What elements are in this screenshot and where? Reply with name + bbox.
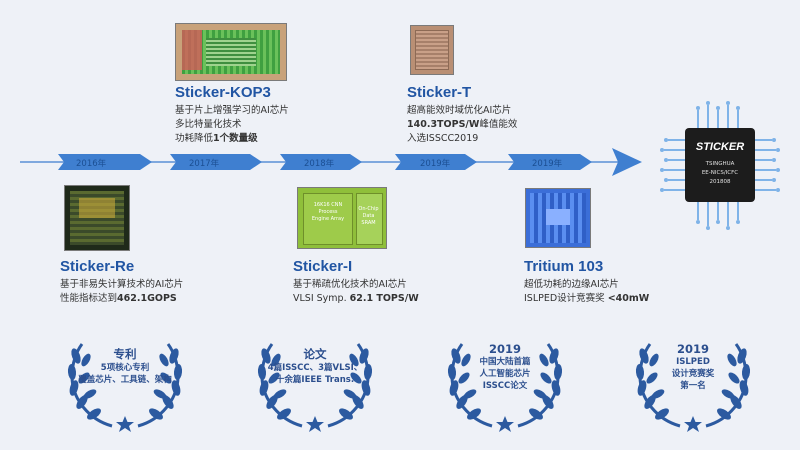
year-label-4: 2019年 [420,159,451,169]
award-islped-line-1: ISLPED [676,357,710,367]
sticker-i-chip-image: 16K16 CNN Process Engine Array On-Chip D… [297,187,387,249]
final-chip-line1: TSINGHUA [705,161,735,167]
year-label-5: 2019年 [532,159,563,169]
i-chip-text-5: Data SRAM [361,213,376,226]
award-isscc: 2019 中国大陆首篇 人工智能芯片 ISSCC论文 [440,338,570,434]
sticker-t-title: Sticker-T [407,84,472,101]
award-patents-line-1: 5项核心专利 [100,363,150,373]
sticker-t-line-2-bold: 140.3TOPS/W [407,119,480,130]
i-chip-text-2: Process [318,209,338,215]
award-isscc-title: 2019 [488,342,521,356]
sticker-t-chip-image [410,25,454,75]
final-chip-line2: EE-NICS/ICFC [702,170,738,176]
kop3-line-1: 基于片上增强学习的AI芯片 [175,105,289,116]
i-chip-text-3: Engine Array [311,216,345,222]
sticker-re-line-2-prefix: 性能指标达到 [60,293,118,304]
sticker-re-line-2-bold: 462.1GOPS [117,293,177,304]
sticker-i-title: Sticker-I [293,258,353,275]
timeline-arrow-head [612,148,642,176]
kop3-line-2: 多比特量化技术 [175,119,242,130]
sticker-i-block: Sticker-I 基于稀疏优化技术的AI芯片 VLSI Symp. 62.1 … [293,258,419,306]
award-isscc-line-1: 中国大陆首篇 [479,357,531,367]
i-chip-text-1: 16K16 CNN [313,202,343,208]
sticker-i-line-2-bold: 62.1 TOPS/W [349,293,419,304]
timeline-arrow-4 [395,154,477,170]
sticker-re-line-1: 基于非易失计算技术的AI芯片 [60,279,184,290]
award-islped-line-3: 第一名 [680,381,706,391]
sticker-i-line-2-prefix: VLSI Symp. [293,293,350,304]
kop3-title: Sticker-KOP3 [175,84,271,101]
timeline-arrow-3 [280,154,362,170]
tritium-chip-image [525,188,591,248]
final-chip-line3: 201808 [710,179,731,185]
sticker-i-line-1: 基于稀疏优化技术的AI芯片 [293,279,407,290]
award-papers-line-2: 十余篇IEEE Trans. [275,375,355,385]
award-islped-title: 2019 [676,342,709,356]
tritium-line-1: 超低功耗的边缘AI芯片 [524,279,619,290]
timeline [20,148,642,176]
sticker-re-title: Sticker-Re [60,258,135,275]
kop3-line-3-prefix: 功耗降低 [175,133,214,144]
kop3-block: Sticker-KOP3 基于片上增强学习的AI芯片 多比特量化技术 功耗降低1… [175,84,289,146]
timeline-arrow-2 [170,154,262,170]
award-patents: 专利 5项核心专利 覆盖芯片、工具链、架构 [60,338,190,434]
tritium-title: Tritium 103 [524,258,604,275]
sticker-t-block: Sticker-T 超高能效时域优化AI芯片 140.3TOPS/W峰值能效 入… [407,84,517,146]
final-chip-image: STICKER TSINGHUA EE-NICS/ICFC 201808 [660,101,780,230]
award-islped-line-2: 设计竞赛奖 [671,369,715,379]
timeline-arrow-5 [508,154,592,170]
sticker-t-line-2-suffix: 峰值能效 [479,119,518,130]
kop3-line-3-bold: 1个数量级 [213,133,258,144]
award-patents-line-2: 覆盖芯片、工具链、架构 [78,375,172,385]
sticker-re-block: Sticker-Re 基于非易失计算技术的AI芯片 性能指标达到462.1GOP… [60,258,183,306]
award-islped: 2019 ISLPED 设计竞赛奖 第一名 [628,338,758,434]
award-papers-title: 论文 [303,347,327,361]
year-label-3: 2018年 [304,159,335,169]
award-isscc-line-2: 人工智能芯片 [479,369,531,379]
kop3-chip-image [175,23,287,81]
year-label-1: 2016年 [76,159,107,169]
i-chip-text-4: On-Chip [358,206,379,212]
final-chip-logo: STICKER [696,141,744,153]
year-label-2: 2017年 [189,159,220,169]
tritium-line-2-prefix: ISLPED设计竞赛奖 [524,293,608,304]
sticker-t-line-3: 入选ISSCC2019 [407,133,479,144]
sticker-t-line-1: 超高能效时域优化AI芯片 [407,105,512,116]
award-papers-line-1: 4篇ISSCC、3篇VLSI、 [267,363,363,373]
award-isscc-line-3: ISSCC论文 [482,381,528,391]
tritium-line-2-bold: <40mW [607,293,650,304]
award-patents-title: 专利 [113,347,137,361]
timeline-arrow-1 [58,154,152,170]
sticker-re-chip-image [64,185,130,251]
award-papers: 论文 4篇ISSCC、3篇VLSI、 十余篇IEEE Trans. [250,338,380,434]
tritium-block: Tritium 103 超低功耗的边缘AI芯片 ISLPED设计竞赛奖 <40m… [524,258,649,306]
